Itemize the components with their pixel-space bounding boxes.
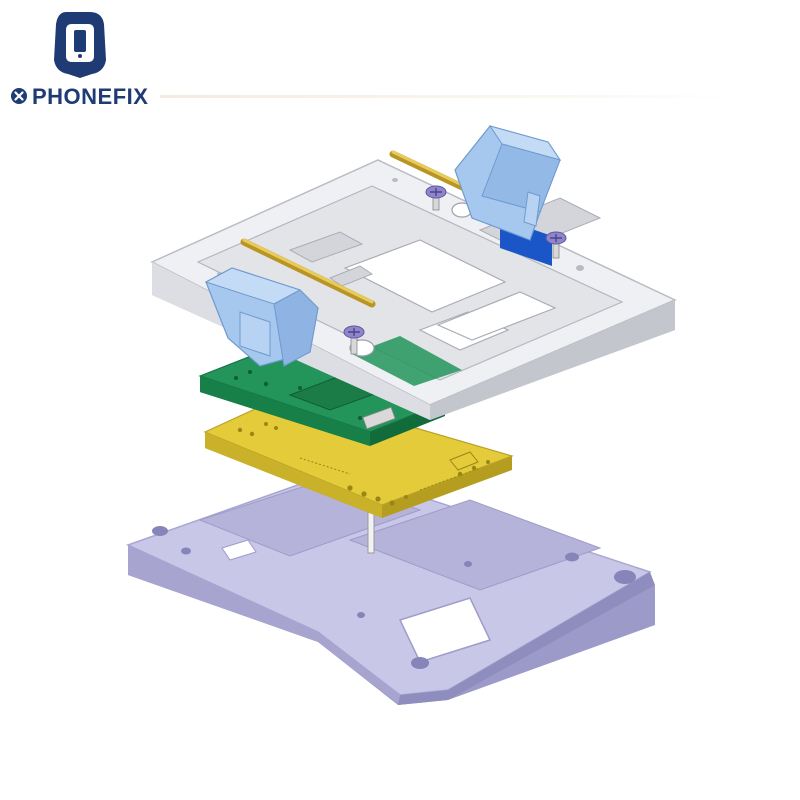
phone-wrench-shield-icon bbox=[54, 12, 106, 78]
brand-name: PHONEFIX bbox=[32, 84, 149, 109]
screws bbox=[343, 185, 567, 355]
base-plate bbox=[126, 469, 655, 705]
close-x-icon bbox=[11, 88, 27, 104]
blue-clip-left bbox=[204, 267, 319, 367]
header-divider bbox=[160, 95, 730, 98]
blue-clip-right bbox=[454, 125, 562, 266]
yellow-board bbox=[203, 391, 514, 518]
